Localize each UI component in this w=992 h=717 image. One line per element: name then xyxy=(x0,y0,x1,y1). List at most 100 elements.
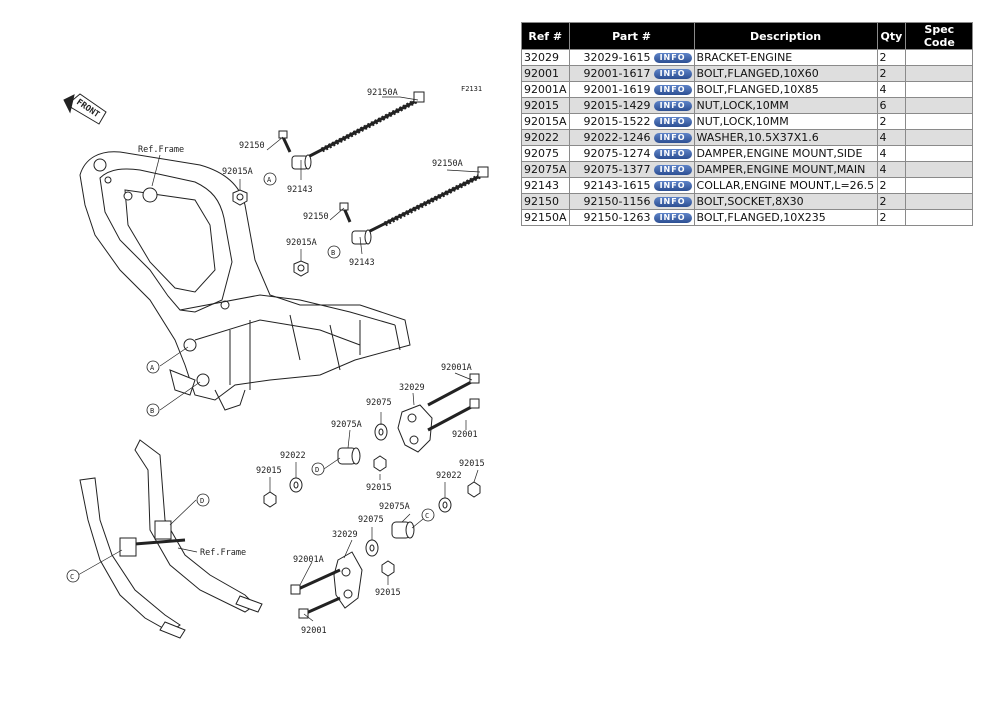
part-number: 92015-1522 xyxy=(583,115,651,128)
qty-cell: 2 xyxy=(876,177,907,194)
marker-circle-c xyxy=(421,508,435,522)
qty-cell: 2 xyxy=(876,65,907,82)
marker-letter-b: B xyxy=(331,249,335,257)
nut-illustration xyxy=(232,189,309,277)
part-number: 32029-1615 xyxy=(583,51,651,64)
callout-92075-2: 92075 xyxy=(358,515,384,525)
callout-92150a-2: 92150A xyxy=(432,159,463,169)
info-button[interactable]: INFO xyxy=(653,53,692,63)
callout-92015-3: 92015 xyxy=(459,459,485,469)
info-button[interactable]: INFO xyxy=(653,213,692,223)
info-button[interactable]: INFO xyxy=(653,181,692,191)
marker-letter-b2: B xyxy=(150,407,154,415)
info-button[interactable]: INFO xyxy=(653,101,692,111)
callout-92150-1: 92150 xyxy=(239,141,265,151)
part-number: 92015-1429 xyxy=(583,99,651,112)
description-cell: NUT,LOCK,10MM xyxy=(693,97,878,114)
qty-cell: 4 xyxy=(876,145,907,162)
spec-code-cell xyxy=(905,129,974,146)
qty-cell: 2 xyxy=(876,193,907,210)
info-button[interactable]: INFO xyxy=(653,133,692,143)
qty-cell: 2 xyxy=(876,49,907,66)
info-button[interactable]: INFO xyxy=(653,117,692,127)
spec-code-cell xyxy=(905,65,974,82)
qty-cell: 4 xyxy=(876,161,907,178)
description-cell: WASHER,10.5X37X1.6 xyxy=(693,129,878,146)
marker-letter-a: A xyxy=(267,176,272,184)
marker-circle-b xyxy=(327,245,341,259)
info-button[interactable]: INFO xyxy=(653,197,692,207)
callout-32029-2: 32029 xyxy=(332,530,358,540)
description-cell: BRACKET-ENGINE xyxy=(693,49,878,66)
qty-cell: 4 xyxy=(876,129,907,146)
description-cell: BOLT,SOCKET,8X30 xyxy=(693,193,878,210)
callout-ref-frame-top: Ref.Frame xyxy=(138,145,184,155)
spec-code-cell xyxy=(905,113,974,130)
callout-92143-1: 92143 xyxy=(287,185,313,195)
ref-cell: 92150 xyxy=(521,193,570,210)
spec-code-cell xyxy=(905,161,974,178)
info-button[interactable]: INFO xyxy=(653,69,692,79)
part-number: 92143-1615 xyxy=(583,179,651,192)
part-number: 92075-1377 xyxy=(583,163,651,176)
part-number: 92022-1246 xyxy=(583,131,651,144)
part-number: 92150-1263 xyxy=(583,211,651,224)
spec-code-cell xyxy=(905,193,974,210)
description-cell: NUT,LOCK,10MM xyxy=(693,113,878,130)
description-cell: DAMPER,ENGINE MOUNT,SIDE xyxy=(693,145,878,162)
marker-letter-a2: A xyxy=(150,364,155,372)
description-cell: DAMPER,ENGINE MOUNT,MAIN xyxy=(693,161,878,178)
frame-illustration xyxy=(79,151,411,411)
ref-cell: 32029 xyxy=(521,49,570,66)
ref-cell: 92015A xyxy=(521,113,570,130)
header-spec-code: Spec Code xyxy=(905,22,974,50)
part-number: 92001-1617 xyxy=(583,67,651,80)
spec-code-cell xyxy=(905,177,974,194)
info-button[interactable]: INFO xyxy=(653,165,692,175)
callout-92143-2: 92143 xyxy=(349,258,375,268)
ref-cell: 92001 xyxy=(521,65,570,82)
spec-code-cell xyxy=(905,81,974,98)
marker-letter-c: C xyxy=(425,512,429,520)
qty-cell: 4 xyxy=(876,81,907,98)
qty-cell: 2 xyxy=(876,113,907,130)
callout-92022-1: 92022 xyxy=(280,451,306,461)
parts-table: Ref # Part # Description Qty Spec Code 3… xyxy=(521,22,974,226)
callout-92075a-2: 92075A xyxy=(379,502,410,512)
header-part: Part # xyxy=(568,22,695,50)
lower-frame-illustration xyxy=(79,439,263,639)
description-cell: COLLAR,ENGINE MOUNT,L=26.5 xyxy=(693,177,878,194)
ref-cell: 92022 xyxy=(521,129,570,146)
part-number: 92075-1274 xyxy=(583,147,651,160)
callout-92022-2: 92022 xyxy=(436,471,462,481)
spec-code-cell xyxy=(905,49,974,66)
callout-ref-frame-bottom: Ref.Frame xyxy=(200,548,246,558)
spec-code-cell xyxy=(905,145,974,162)
info-button[interactable]: INFO xyxy=(653,149,692,159)
description-cell: BOLT,FLANGED,10X60 xyxy=(693,65,878,82)
callout-92150a-1: 92150A xyxy=(367,88,398,98)
header-ref: Ref # xyxy=(521,22,570,50)
marker-circle-d xyxy=(311,462,325,476)
description-cell: BOLT,FLANGED,10X85 xyxy=(693,81,878,98)
qty-cell: 6 xyxy=(876,97,907,114)
marker-circle-a2 xyxy=(146,360,160,374)
ref-cell: 92143 xyxy=(521,177,570,194)
info-button[interactable]: INFO xyxy=(653,85,692,95)
part-number: 92150-1156 xyxy=(583,195,651,208)
callout-92075a-1: 92075A xyxy=(331,420,362,430)
callout-92150-2: 92150 xyxy=(303,212,329,222)
part-number: 92001-1619 xyxy=(583,83,651,96)
ref-cell: 92001A xyxy=(521,81,570,98)
callout-92075-1: 92075 xyxy=(366,398,392,408)
